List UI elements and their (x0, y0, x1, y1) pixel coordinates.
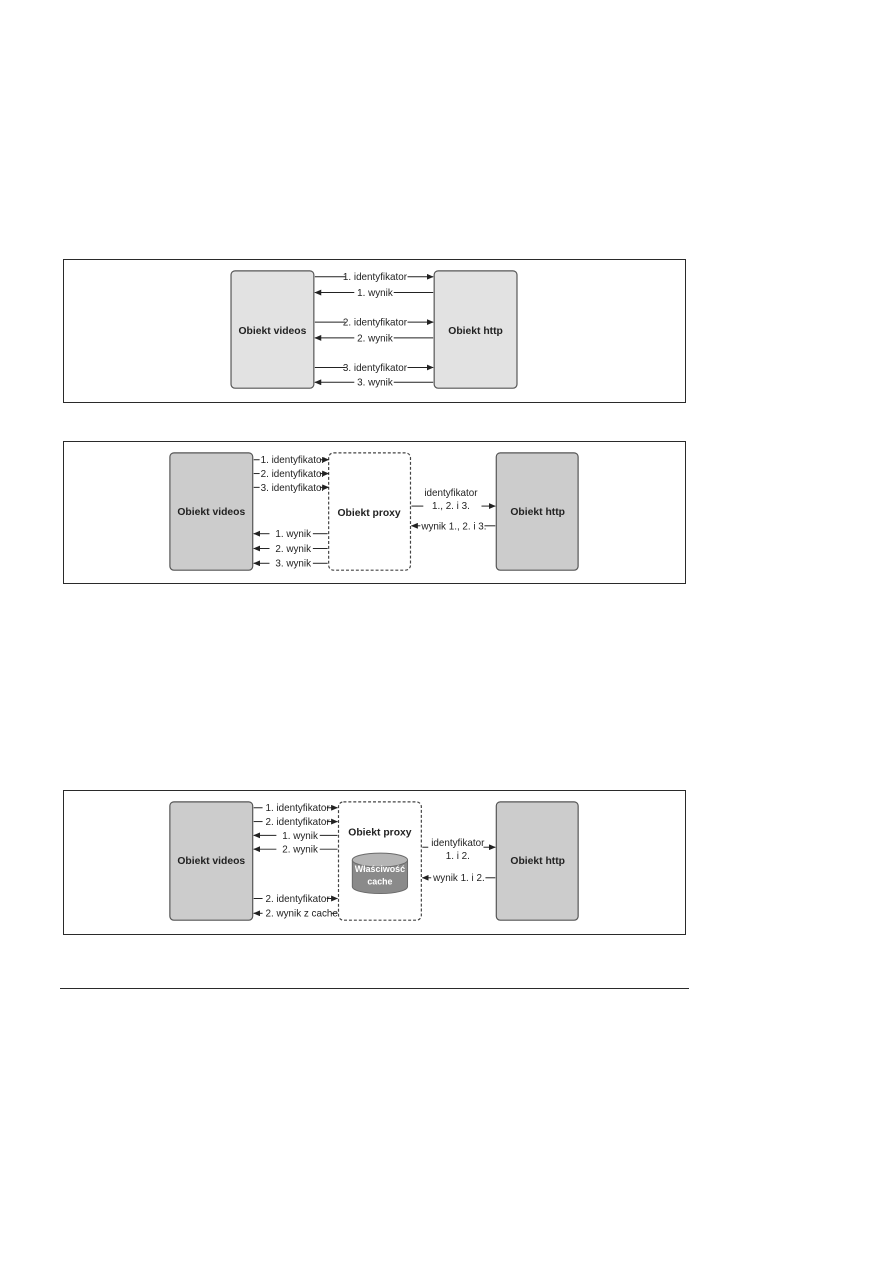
diagram-direct-requests: Obiekt videos Obiekt http 1. identyfikat… (63, 259, 686, 403)
request-label-1: 1. identyfikator (261, 455, 326, 466)
batched-request-label-line1: identyfikator (424, 488, 478, 499)
cache-cylinder-icon (351, 852, 409, 895)
http-object-label: Obiekt http (448, 326, 503, 337)
batched-result-label: wynik 1., 2. i 3. (420, 521, 486, 532)
request-label-1: 1. identyfikator (343, 272, 408, 283)
result-label-1: 1. wynik (282, 831, 318, 842)
videos-object-box (169, 801, 254, 921)
diagram-direct-requests-svg: Obiekt videos Obiekt http 1. identyfikat… (230, 269, 518, 389)
request-label-2: 2. identyfikator (266, 817, 331, 828)
result-label-2: 2. wynik (357, 333, 393, 344)
http-object-box (495, 452, 579, 571)
http-object-box (495, 801, 579, 921)
cached-result-label: 2. wynik z cache (266, 909, 339, 920)
result-label-3: 3. wynik (357, 378, 393, 389)
videos-object-label: Obiekt videos (177, 856, 245, 867)
proxy-object-box (328, 452, 412, 571)
diagram-proxy-cache-svg: Obiekt videos Obiekt proxy Obiekt http W… (169, 801, 579, 921)
diagram-proxy-batching: Obiekt videos Obiekt proxy Obiekt http 1… (63, 441, 686, 584)
cache-label-line2: cache (367, 877, 392, 887)
request-label-3: 3. identyfikator (261, 483, 326, 494)
batched-request-label-line1: identyfikator (431, 838, 485, 849)
request-label-2: 2. identyfikator (343, 318, 408, 329)
http-object-label: Obiekt http (510, 507, 565, 518)
videos-object-box (169, 452, 254, 571)
request-label-2: 2. identyfikator (261, 469, 326, 480)
videos-object-label: Obiekt videos (177, 507, 245, 518)
result-label-3: 3. wynik (275, 559, 311, 570)
batched-request-label-line2: 1. i 2. (446, 851, 470, 862)
result-label-2: 2. wynik (282, 845, 318, 856)
videos-object-label: Obiekt videos (239, 326, 307, 337)
http-object-box (433, 270, 518, 389)
cache-label-line1: Właściwość (355, 864, 405, 874)
batched-result-label: wynik 1. i 2. (432, 873, 485, 884)
proxy-object-label: Obiekt proxy (337, 508, 400, 519)
result-label-1: 1. wynik (357, 288, 393, 299)
http-object-label: Obiekt http (510, 856, 565, 867)
diagram-proxy-batching-svg: Obiekt videos Obiekt proxy Obiekt http 1… (169, 452, 579, 571)
videos-object-box (230, 270, 315, 389)
result-label-1: 1. wynik (275, 529, 311, 540)
request-label-1: 1. identyfikator (266, 803, 331, 814)
proxy-object-label: Obiekt proxy (348, 827, 411, 838)
diagram-proxy-cache: Obiekt videos Obiekt proxy Obiekt http W… (63, 790, 686, 935)
result-label-2: 2. wynik (275, 544, 311, 555)
footer-divider (60, 988, 689, 989)
batched-request-label-line2: 1., 2. i 3. (432, 501, 470, 512)
request-label-3: 3. identyfikator (343, 363, 408, 374)
cached-request-label: 2. identyfikator (266, 894, 331, 905)
